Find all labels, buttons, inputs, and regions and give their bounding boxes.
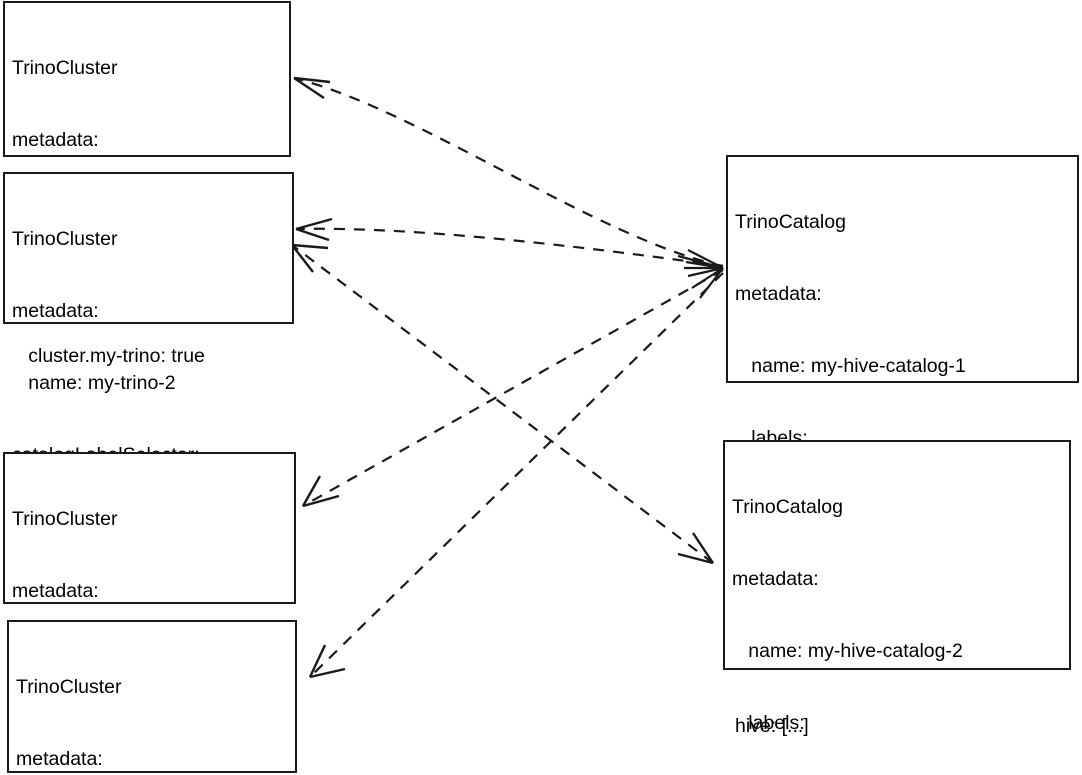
node-line: metadata: xyxy=(12,300,99,322)
node-trinocluster-my-trino[interactable]: TrinoCluster metadata: name: my-trino ca… xyxy=(3,1,291,367)
edge-line xyxy=(302,269,724,507)
node-line: TrinoCatalog xyxy=(735,211,846,233)
edge-catalog2-to-my-trino-2 xyxy=(291,243,714,565)
edge-convergence-marks xyxy=(677,249,724,299)
node-line: metadata: xyxy=(12,580,99,602)
node-line: TrinoCluster xyxy=(16,676,122,698)
edge-catalog1-to-my-trino xyxy=(293,76,724,268)
arrowhead-icon xyxy=(677,249,724,299)
node-line: metadata: xyxy=(732,568,819,590)
edge-catalog1-to-my-trino-blue xyxy=(301,269,724,508)
arrowhead-icon xyxy=(295,217,333,242)
edge-line xyxy=(295,227,724,268)
node-line: metadata: xyxy=(735,283,822,305)
node-line: metadata: xyxy=(12,129,99,151)
node-line: TrinoCatalog xyxy=(732,496,843,518)
node-line: hive: [...] xyxy=(735,715,809,737)
arrowhead-icon xyxy=(301,475,340,508)
node-line: cluster.my-trino: true xyxy=(12,345,205,367)
node-line: labels: xyxy=(732,712,805,734)
edge-line xyxy=(293,76,724,268)
node-line: metadata: xyxy=(16,748,103,770)
arrowhead-icon xyxy=(293,76,331,99)
edge-catalog1-to-my-trino-2 xyxy=(295,217,724,268)
node-body: TrinoCluster metadata: name: my-trino-gr… xyxy=(16,627,291,775)
node-line: name: my-trino-2 xyxy=(12,372,176,394)
node-trinocluster-my-trino-2[interactable]: TrinoCluster metadata: name: my-trino-2 … xyxy=(3,172,294,538)
arrowhead-icon xyxy=(677,532,714,565)
node-line: TrinoCluster xyxy=(12,228,118,250)
edge-line xyxy=(309,272,724,678)
node-trinocatalog-my-hive-catalog-1[interactable]: TrinoCatalog metadata: name: my-hive-cat… xyxy=(726,155,1079,737)
node-trinocluster-my-trino-blue[interactable]: TrinoCluster metadata: name: my-trino-bl… xyxy=(3,452,296,746)
node-line: name: my-hive-catalog-1 xyxy=(735,355,966,377)
arrowhead-icon xyxy=(291,243,329,273)
node-trinocatalog-my-hive-catalog-2[interactable]: TrinoCatalog metadata: name: my-hive-cat… xyxy=(723,440,1071,734)
node-line: name: my-hive-catalog-2 xyxy=(732,640,963,662)
node-body: TrinoCatalog metadata: name: my-hive-cat… xyxy=(732,447,1065,775)
edge-catalog1-to-my-trino-green xyxy=(308,272,724,679)
node-trinocluster-my-trino-green[interactable]: TrinoCluster metadata: name: my-trino-gr… xyxy=(7,620,297,773)
node-line: TrinoCluster xyxy=(12,57,118,79)
arrowhead-icon xyxy=(308,644,346,679)
node-line: TrinoCluster xyxy=(12,508,118,530)
edge-line xyxy=(291,244,714,564)
